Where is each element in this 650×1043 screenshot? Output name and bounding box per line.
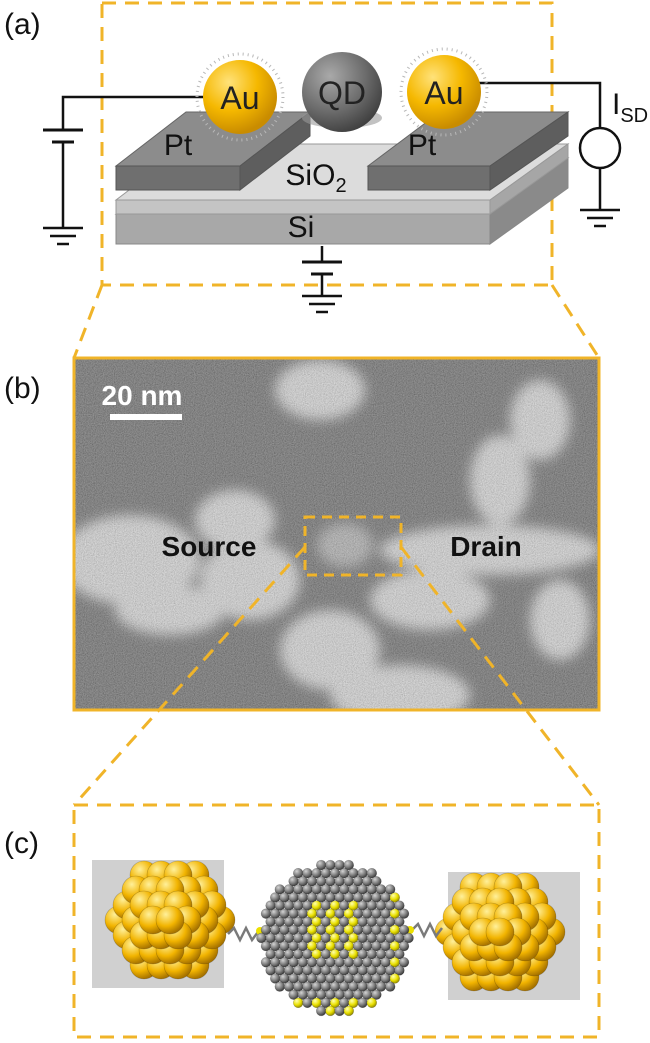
gold-atom — [155, 905, 185, 935]
qd-atom — [302, 997, 313, 1008]
scalebar — [110, 414, 182, 420]
sulfur-atom — [343, 1005, 354, 1017]
gate-ground — [302, 246, 342, 314]
isd-label: ISD — [612, 88, 648, 127]
zoom-lines-ab — [72, 284, 601, 359]
current-source-icon — [578, 126, 622, 170]
qd-atomic-model — [256, 859, 414, 1017]
sio2-label: SiO2 — [285, 159, 346, 197]
panel-b: (b) 20 nm — [4, 356, 601, 712]
quantum-dot — [302, 52, 382, 132]
sulfur-atom — [389, 892, 400, 903]
qd-atom — [366, 867, 377, 879]
qd-atom — [398, 908, 410, 919]
pt-label-left: Pt — [164, 129, 193, 162]
panel-a-frame — [100, 1, 554, 287]
sulfur-atom — [389, 973, 400, 984]
panel-c-label: (c) — [4, 827, 39, 860]
source-label: Source — [162, 531, 257, 562]
panel-a: (a) — [4, 1, 648, 314]
au-label-left: Au — [220, 80, 259, 116]
qd-atom — [398, 924, 410, 936]
scalebar-label: 20 nm — [102, 380, 183, 411]
circuit-left — [43, 95, 222, 246]
qd-atom — [343, 859, 354, 871]
qd-label: QD — [318, 75, 366, 111]
au-particle-left — [195, 52, 285, 142]
qd-atom — [398, 957, 410, 968]
pt-electrode-right — [366, 111, 570, 191]
panel-a-label: (a) — [4, 8, 41, 41]
qd-atom — [371, 989, 382, 1000]
au-particle-right — [399, 47, 489, 137]
zoom-lines-bc — [72, 545, 601, 807]
qd-atom — [316, 1005, 327, 1017]
gold-atom — [485, 917, 515, 947]
sulfur-atom — [366, 997, 377, 1008]
qd-atom — [385, 981, 396, 992]
qd-atom — [371, 876, 382, 887]
au-cluster-right — [434, 872, 566, 992]
sulfur-atom — [293, 997, 304, 1008]
qd-atom — [394, 916, 405, 927]
qd-atom — [274, 981, 285, 992]
qd-atom — [394, 965, 405, 976]
qd-atom — [398, 940, 410, 952]
drain-label: Drain — [450, 531, 522, 562]
pt-label-right: Pt — [408, 129, 437, 162]
stm-image — [74, 358, 599, 710]
qd-atom — [385, 884, 396, 895]
circuit-right — [470, 81, 622, 228]
stm-frame — [72, 356, 601, 712]
qd-atom — [403, 932, 414, 944]
panel-b-label: (b) — [4, 372, 41, 405]
au-label-right: Au — [424, 75, 463, 111]
junction-box — [303, 515, 403, 577]
si-label: Si — [288, 211, 315, 244]
panel-c-frame — [72, 803, 601, 1039]
qd-atom — [394, 948, 405, 960]
qd-atom — [334, 1005, 345, 1017]
sulfur-atom — [325, 1005, 336, 1017]
au-cluster-left — [104, 860, 236, 980]
qd-atom — [357, 997, 368, 1008]
panel-c: (c) — [4, 803, 601, 1039]
qd-atom — [394, 900, 405, 911]
